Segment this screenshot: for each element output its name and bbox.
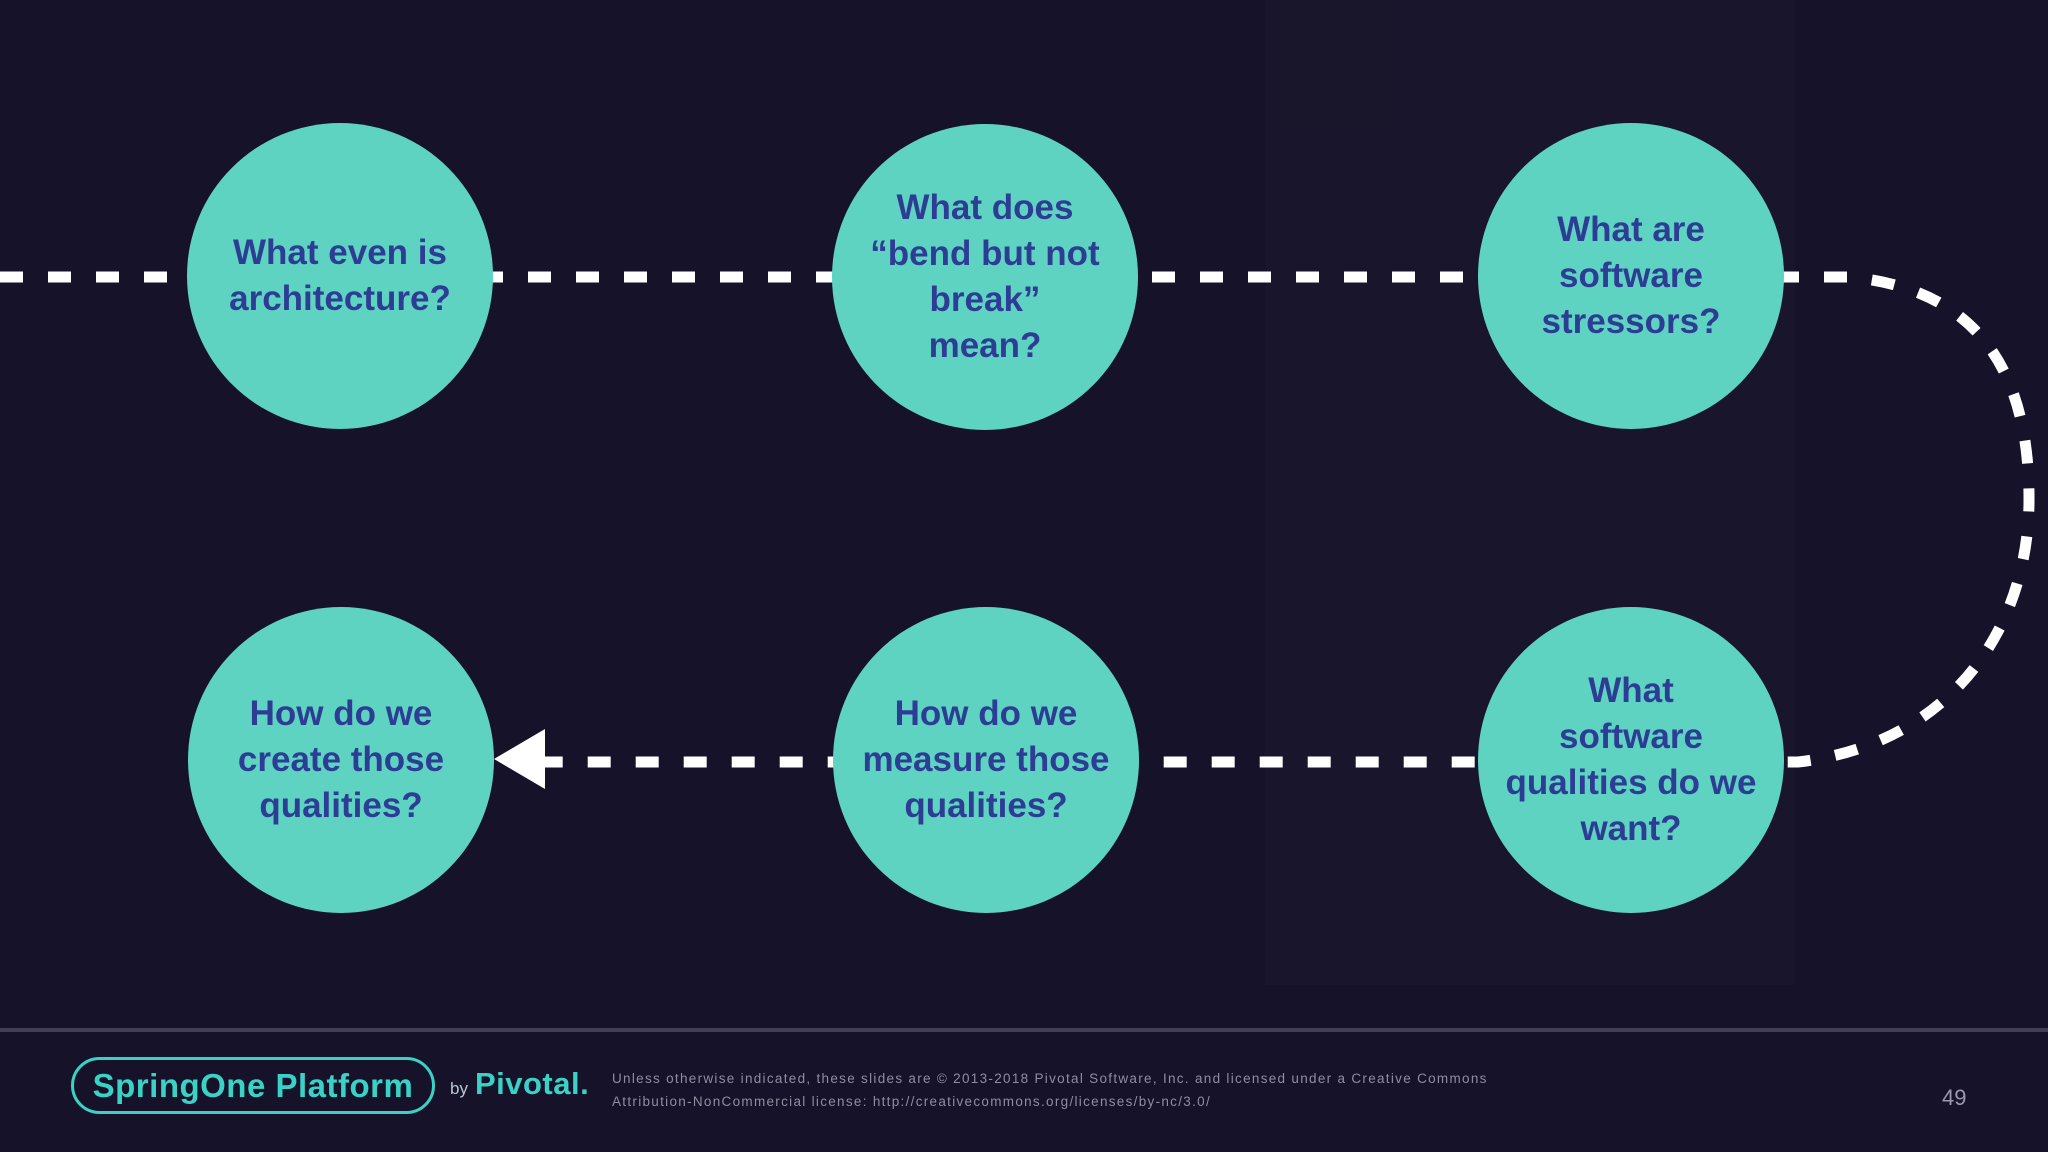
springone-platform-logo: SpringOne Platform [71, 1057, 435, 1114]
springone-platform-logo-text: SpringOne Platform [92, 1066, 414, 1104]
page-number: 49 [1942, 1085, 1967, 1110]
circle-bend-but-not-break: What does “bend but not break” mean? [832, 124, 1138, 430]
license-text: Unless otherwise indicated, these slides… [612, 1071, 1488, 1109]
pivotal-byline: by Pivotal. [450, 1066, 589, 1112]
circle-measure-those-qualities: How do we measure those qualities? [833, 607, 1139, 913]
arrowhead-left-icon [494, 729, 545, 789]
dashed-flow-line [0, 271, 2035, 768]
circle-software-qualities-we-want: What software qualities do we want? [1478, 607, 1784, 913]
circle-create-those-qualities: How do we create those qualities? [188, 607, 494, 913]
circle-what-even-is-architecture: What even is architecture? [187, 123, 493, 429]
byline-prefix: by [450, 1079, 468, 1098]
pivotal-logo-text: Pivotal. [474, 1066, 590, 1101]
circle-software-stressors: What are software stressors? [1478, 123, 1784, 429]
footer-divider [0, 1028, 2048, 1032]
